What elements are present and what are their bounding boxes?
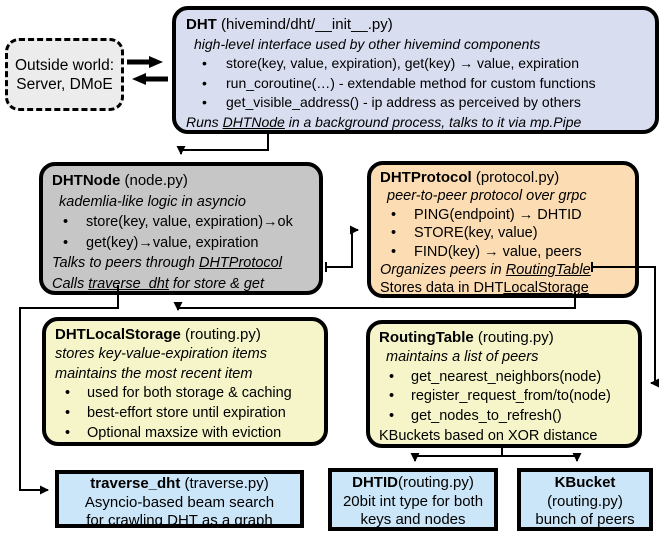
dhtprotocol-title: DHTProtocol (protocol.py) [380, 169, 626, 187]
dhtnode-footer1: Talks to peers through DHTProtocol [52, 253, 310, 274]
dhtlocalstorage-box: DHTLocalStorage (routing.py) stores key-… [42, 317, 328, 446]
dhtlocalstorage-title-file: (routing.py) [180, 326, 261, 343]
kbucket-line2: (routing.py) [547, 492, 623, 510]
dhtnode-subtitle: kademlia-like logic in asyncio [59, 193, 246, 210]
dhtnode-footer1-prefix: Talks to peers through [52, 255, 199, 271]
dhtnode-box: DHTNode (node.py) kademlia-like logic in… [39, 162, 323, 295]
dht-title-file: (hivemind/dht/__init__.py) [216, 16, 393, 33]
dhtlocalstorage-subtitle2: maintains the most recent item [55, 365, 253, 382]
kbucket-title: KBucket [521, 474, 649, 493]
dhtprotocol-bullet-1: PING(endpoint) → DHTID [380, 206, 626, 225]
dhtid-line3: keys and nodes [360, 511, 466, 528]
dhtprotocol-footer2: Stores data in DHTLocalStorage [380, 279, 626, 297]
dht-bullet-3: get_visible_address() - ip address as pe… [186, 93, 645, 113]
dht-title: DHT (hivemind/dht/__init__.py) [186, 15, 645, 35]
routingtable-bullet-1: get_nearest_neighbors(node) [379, 368, 629, 388]
dhtnode-bullet-list: store(key, value, expiration)→ok get(key… [52, 212, 310, 253]
dhtprotocol-box: DHTProtocol (protocol.py) peer-to-peer p… [367, 161, 639, 298]
dhtid-line2: 20bit int type for both [342, 492, 484, 510]
dht-footer-prefix: Runs [186, 113, 223, 130]
dhtnode-footer2-prefix: Calls [52, 275, 89, 292]
dhtnode-footer1-link-dhtprotocol: DHTProtocol [198, 255, 282, 271]
dht-subtitle: high-level interface used by other hivem… [194, 35, 541, 52]
traverse-dht-title-name: traverse_dht [90, 475, 181, 492]
dhtnode-title: DHTNode (node.py) [52, 171, 310, 192]
routingtable-title-file: (routing.py) [473, 329, 554, 346]
traverse-dht-box: traverse_dht (traverse.py) Asyncio-based… [55, 470, 304, 528]
dhtnode-bullet-2: get(key)→value, expiration [52, 233, 310, 254]
dht-footer-suffix: in a background process, talks to it via… [284, 113, 582, 130]
dhtprotocol-title-file: (protocol.py) [471, 169, 560, 186]
dhtprotocol-footer2-prefix: Stores data in DHT [380, 280, 504, 297]
dht-footer: Runs DHTNode in a background process, ta… [186, 113, 645, 131]
dhtlocalstorage-bullet-list: used for both storage & caching best-eff… [55, 384, 315, 442]
routingtable-footer: KBuckets based on XOR distance [379, 427, 598, 444]
traverse-dht-line3: for crawling DHT as a graph [86, 512, 273, 528]
dhtlocalstorage-title: DHTLocalStorage (routing.py) [55, 325, 315, 345]
dht-footer-link-dhtnode: DHTNode [222, 113, 285, 130]
routingtable-box: RoutingTable (routing.py) maintains a li… [366, 320, 642, 448]
routingtable-bullet-3: get_nodes_to_refresh() [379, 407, 629, 427]
outside-world-line1: Outside world: [14, 57, 115, 74]
traverse-dht-title-file: (traverse.py) [180, 475, 269, 492]
dht-bullet-2: run_coroutine(…) - extendable method for… [186, 74, 645, 94]
dhtprotocol-bullet-3: FIND(key) → value, peers [380, 243, 626, 262]
dht-title-name: DHT [186, 16, 217, 33]
routingtable-title: RoutingTable (routing.py) [379, 328, 629, 348]
dhtprotocol-title-name: DHTProtocol [380, 169, 472, 186]
routingtable-bullet-2: register_request_from/to(node) [379, 387, 629, 407]
dhtid-box: DHTID(routing.py) 20bit int type for bot… [328, 468, 498, 531]
dhtnode-footer2-suffix: for store & get [168, 275, 264, 292]
dhtprotocol-footer1-prefix: Organizes peers in [380, 262, 506, 279]
dhtlocalstorage-bullet-3: Optional maxsize with eviction [55, 424, 315, 442]
routingtable-bullet-list: get_nearest_neighbors(node) register_req… [379, 368, 629, 427]
dhtnode-title-name: DHTNode [52, 172, 121, 189]
dhtnode-bullet-1: store(key, value, expiration)→ok [52, 212, 310, 233]
dhtprotocol-bullet-list: PING(endpoint) → DHTID STORE(key, value)… [380, 206, 626, 262]
routingtable-subtitle: maintains a list of peers [386, 348, 539, 365]
dhtid-title-file: (routing.py) [397, 474, 474, 491]
dhtlocalstorage-bullet-2: best-effort store until expiration [55, 404, 315, 424]
dhtprotocol-subtitle: peer-to-peer protocol over grpc [387, 188, 587, 205]
routingtable-title-name: RoutingTable [379, 329, 474, 346]
dht-bullet-list: store(key, value, expiration), get(key) … [186, 54, 645, 113]
dhtlocalstorage-subtitle1: stores key-value-expiration items [55, 345, 267, 362]
outside-world-line2: Server, DMoE [16, 76, 113, 93]
kbucket-title-name: KBucket [554, 474, 616, 491]
dhtnode-footer2-link-traverse: traverse_dht [88, 275, 169, 292]
dht-box: DHT (hivemind/dht/__init__.py) high-leve… [172, 6, 659, 134]
dhtprotocol-footer1-link-routingtable: RoutingTable [505, 262, 591, 279]
dhtprotocol-footer1: Organizes peers in RoutingTable [380, 261, 626, 279]
arrow-dhtnode-to-dhtprotocol [326, 225, 359, 268]
dhtlocalstorage-bullet-1: used for both storage & caching [55, 384, 315, 404]
dhtprotocol-footer2-link-localstorage: LocalStorage [503, 280, 589, 297]
dhtid-title-name: DHTID [352, 474, 398, 491]
dhtnode-title-file: (node.py) [120, 172, 188, 189]
arrow-dht-to-dhtnode [176, 131, 269, 155]
dhtid-title: DHTID(routing.py) [332, 474, 494, 493]
dhtlocalstorage-title-name: DHTLocalStorage [55, 326, 181, 343]
kbucket-box: KBucket (routing.py) bunch of peers [517, 468, 653, 531]
outside-world-box: Outside world: Server, DMoE [5, 38, 124, 111]
traverse-dht-title: traverse_dht (traverse.py) [59, 475, 300, 494]
traverse-dht-line2: Asyncio-based beam search [84, 493, 275, 511]
kbucket-line3: bunch of peers [535, 511, 635, 528]
dhtprotocol-bullet-2: STORE(key, value) [380, 224, 626, 243]
dht-bullet-1: store(key, value, expiration), get(key) … [186, 54, 645, 74]
dhtnode-footer2: Calls traverse_dht for store & get [52, 274, 310, 292]
